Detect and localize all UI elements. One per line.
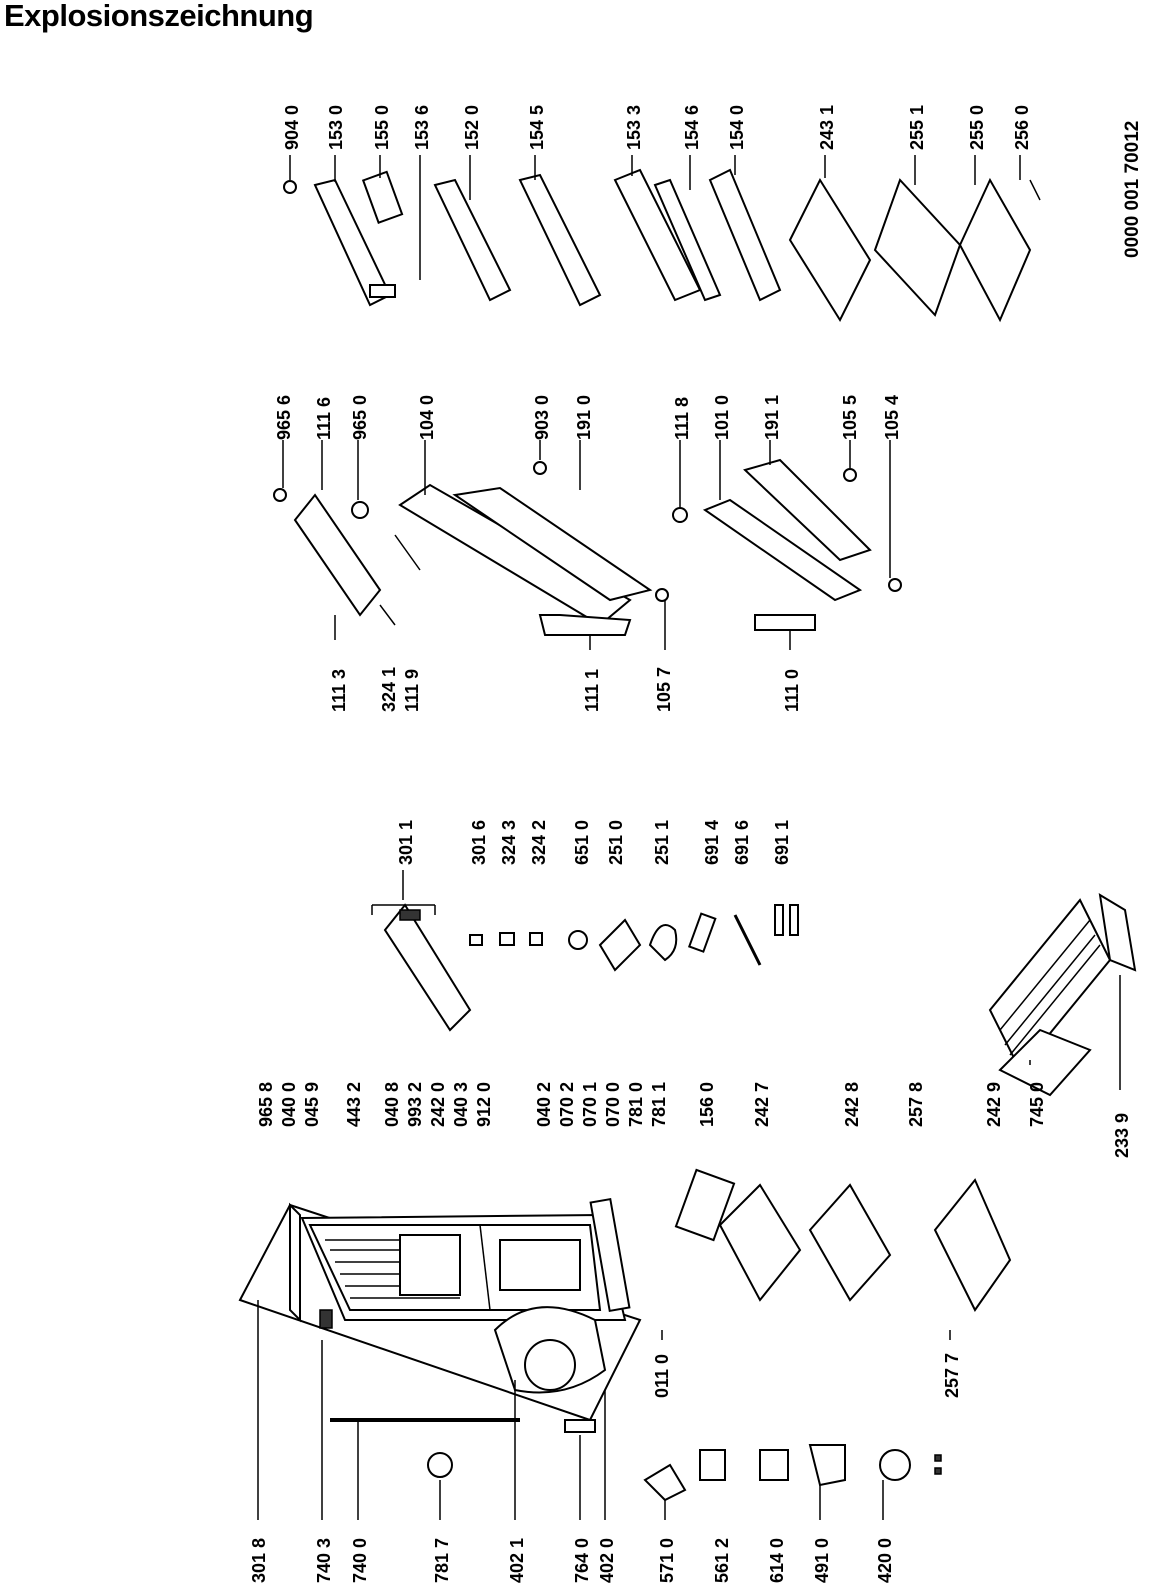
part-label-111-9: 111 9 (402, 669, 422, 712)
drawers (589, 1168, 1012, 1313)
part-label-156-0: 156 0 (697, 1082, 717, 1127)
part-label-691-1: 691 1 (772, 820, 792, 865)
part-label-420-0: 420 0 (875, 1538, 895, 1583)
part-label-011-0: 011 0 (652, 1354, 672, 1398)
part-label-251-1: 251 1 (652, 820, 672, 865)
part-label-402-0: 402 0 (597, 1538, 617, 1583)
part-label-561-2: 561 2 (712, 1538, 732, 1583)
part-label-740-3: 740 3 (314, 1538, 334, 1583)
part-label-155-0: 155 0 (372, 105, 392, 150)
part-label-402-1: 402 1 (507, 1538, 527, 1583)
part-label-691-4: 691 4 (702, 820, 722, 865)
part-label-111-6: 111 6 (314, 397, 334, 440)
part-label-257-8: 257 8 (906, 1082, 926, 1127)
part-label-781-0: 781 0 (626, 1082, 646, 1127)
part-label-242-7: 242 7 (752, 1082, 772, 1127)
part-label-233-9: 233 9 (1112, 1113, 1132, 1158)
part-label-993-2: 993 2 (405, 1082, 425, 1127)
part-label-191-0: 191 0 (574, 395, 594, 440)
part-label-104-0: 104 0 (417, 395, 437, 440)
control-assembly (371, 903, 799, 1032)
part-label-965-0: 965 0 (350, 395, 370, 440)
part-label-040-2: 040 2 (534, 1082, 554, 1127)
part-label-191-1: 191 1 (762, 395, 782, 440)
part-label-965-6: 965 6 (274, 395, 294, 440)
part-label-243-1: 243 1 (817, 105, 837, 150)
part-label-324-2: 324 2 (529, 820, 549, 865)
part-label-153-0: 153 0 (326, 105, 346, 150)
part-label-301-8: 301 8 (249, 1538, 269, 1583)
part-label-903-0: 903 0 (532, 395, 552, 440)
part-label-491-0: 491 0 (812, 1538, 832, 1583)
part-label-614-0: 614 0 (767, 1538, 787, 1583)
part-label-105-7: 105 7 (654, 667, 674, 712)
part-label-040-0: 040 0 (279, 1082, 299, 1127)
part-label-242-8: 242 8 (842, 1082, 862, 1127)
document-number: 0000 001 70012 (1122, 121, 1143, 258)
part-label-257-7: 257 7 (942, 1353, 962, 1398)
part-label-764-0: 764 0 (572, 1538, 592, 1583)
part-label-781-1: 781 1 (649, 1082, 669, 1127)
part-label-904-0: 904 0 (282, 105, 302, 150)
part-label-070-2: 070 2 (557, 1082, 577, 1127)
part-label-070-1: 070 1 (580, 1082, 600, 1127)
part-label-070-0: 070 0 (603, 1082, 623, 1127)
part-label-040-8: 040 8 (382, 1082, 402, 1127)
part-label-111-3: 111 3 (329, 669, 349, 712)
part-label-324-3: 324 3 (499, 820, 519, 865)
leader-lines (257, 155, 1121, 1520)
part-label-965-8: 965 8 (256, 1082, 276, 1127)
part-label-105-5: 105 5 (840, 395, 860, 440)
part-label-256-0: 256 0 (1012, 105, 1032, 150)
part-label-301-6: 301 6 (469, 820, 489, 865)
part-label-255-0: 255 0 (967, 105, 987, 150)
part-label-443-2: 443 2 (344, 1082, 364, 1127)
part-label-045-9: 045 9 (302, 1082, 322, 1127)
part-label-301-1: 301 1 (396, 820, 416, 865)
part-label-101-0: 101 0 (712, 395, 732, 440)
part-label-255-1: 255 1 (907, 105, 927, 150)
part-label-153-6: 153 6 (412, 105, 432, 150)
part-label-740-0: 740 0 (350, 1538, 370, 1583)
part-label-154-0: 154 0 (727, 105, 747, 150)
part-label-153-3: 153 3 (624, 105, 644, 150)
part-label-111-8: 111 8 (672, 397, 692, 440)
part-label-105-4: 105 4 (882, 395, 902, 440)
part-label-111-0: 111 0 (782, 669, 802, 712)
door-assembly (273, 458, 902, 636)
part-label-154-5: 154 5 (527, 105, 547, 150)
part-label-242-9: 242 9 (984, 1082, 1004, 1127)
part-label-251-0: 251 0 (606, 820, 626, 865)
door-shelves (283, 168, 1041, 323)
part-label-571-0: 571 0 (657, 1538, 677, 1583)
condenser-grid (988, 893, 1137, 1097)
part-label-691-6: 691 6 (732, 820, 752, 865)
cabinet-illustration (238, 1202, 642, 1433)
page-title: Explosionszeichnung (4, 0, 314, 33)
part-label-651-0: 651 0 (572, 820, 592, 865)
part-label-242-0: 242 0 (428, 1082, 448, 1127)
part-label-912-0: 912 0 (474, 1082, 494, 1127)
part-label-111-1: 111 1 (582, 669, 602, 712)
part-label-154-6: 154 6 (682, 105, 702, 150)
small-parts-lower-left (427, 1444, 942, 1502)
part-label-324-1: 324 1 (379, 667, 399, 712)
part-label-040-3: 040 3 (451, 1082, 471, 1127)
part-label-781-7: 781 7 (432, 1538, 452, 1583)
part-label-745-0: 745 0 (1027, 1082, 1047, 1127)
part-label-152-0: 152 0 (462, 105, 482, 150)
